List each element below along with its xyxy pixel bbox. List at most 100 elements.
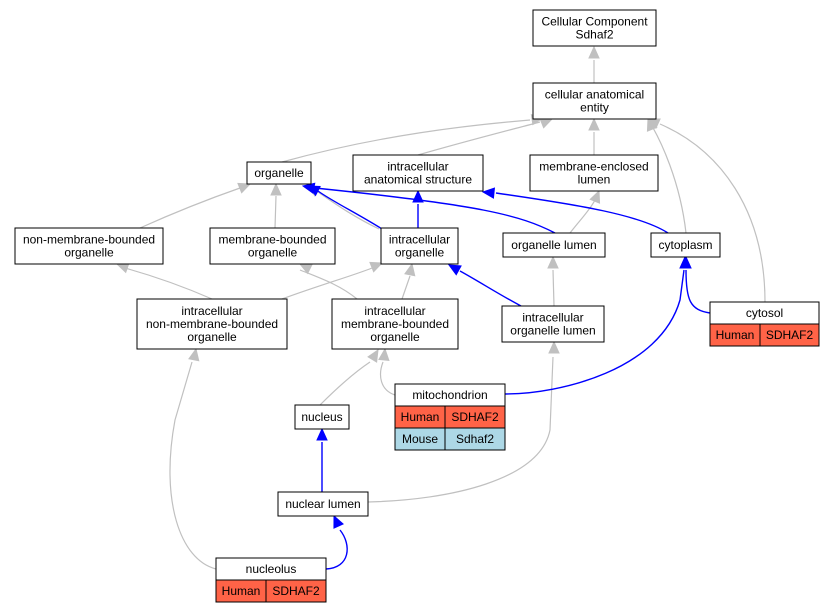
part-of-edge	[459, 270, 522, 307]
arrowhead	[369, 261, 384, 273]
part-of-edge	[504, 269, 685, 395]
is-a-edge	[367, 356, 554, 503]
node-label-line: lumen	[578, 173, 611, 187]
is-a-edge	[314, 189, 380, 230]
arrowhead	[367, 348, 379, 363]
is-a-edge	[274, 195, 277, 229]
is-a-edge	[552, 269, 555, 307]
node-label-line: organelle lumen	[511, 238, 596, 252]
arrowhead	[333, 514, 344, 529]
is-a-edge	[281, 119, 531, 163]
gene-label: Sdhaf2	[456, 432, 494, 446]
node-box	[136, 298, 288, 350]
node-box	[277, 491, 369, 517]
node-label-line: entity	[580, 101, 609, 115]
species-label: Human	[401, 410, 440, 424]
arrowhead	[547, 255, 559, 269]
node-label-line: intracellular	[364, 304, 425, 318]
arrowhead	[548, 340, 560, 354]
node-label-line: organelle	[254, 166, 304, 180]
node-box	[532, 82, 657, 120]
arrowhead	[481, 187, 496, 199]
arrowhead	[378, 347, 390, 362]
node-intracellular-non-membrane-bounded-organelle[interactable]: intracellularnon-membrane-boundedorganel…	[136, 298, 288, 350]
is-a-edge	[124, 267, 213, 300]
arrowhead	[237, 182, 252, 194]
node-box	[246, 161, 312, 185]
node-box	[209, 227, 336, 265]
node-box	[502, 232, 606, 258]
gene-cell	[444, 427, 506, 451]
node-label-line: intracellular	[522, 311, 583, 325]
node-label-line: organelle	[370, 330, 420, 344]
node-box	[380, 227, 459, 265]
is-a-edge	[569, 199, 596, 234]
is-a-edge	[401, 275, 411, 300]
node-cytoplasm[interactable]: cytoplasm	[650, 232, 721, 258]
gene-cell	[759, 323, 820, 347]
arrowhead	[589, 189, 601, 204]
part-of-edge	[685, 269, 711, 314]
arrowhead	[588, 117, 600, 131]
arrowhead	[588, 45, 600, 59]
arrowhead	[316, 427, 328, 441]
arrowhead	[188, 347, 200, 362]
node-label-line: organelle	[395, 246, 445, 260]
node-label-line: cellular anatomical	[545, 88, 644, 102]
node-organelle[interactable]: organelle	[246, 161, 312, 185]
node-box	[650, 232, 721, 258]
part-of-edge	[325, 529, 348, 570]
edges	[115, 45, 766, 570]
node-label-line: organelle	[64, 246, 114, 260]
is-a-edge	[169, 361, 217, 570]
node-label-line: organelle lumen	[510, 324, 595, 338]
node-box	[529, 154, 659, 192]
arrowhead	[539, 117, 554, 129]
node-label-line: intracellular	[387, 160, 448, 174]
node-nucleus[interactable]: nucleus	[294, 404, 350, 430]
is-a-edge	[319, 361, 371, 406]
node-label-line: membrane-bounded	[341, 317, 449, 331]
is-a-edge	[417, 121, 541, 156]
node-box	[532, 9, 657, 47]
species-label: Human	[716, 328, 755, 342]
gene-label: SDHAF2	[451, 410, 499, 424]
is-a-edge	[139, 187, 241, 229]
node-label-line: organelle	[187, 330, 237, 344]
species-label: Mouse	[402, 432, 438, 446]
node-title: nucleolus	[246, 562, 297, 576]
part-of-edge	[495, 192, 669, 234]
node-label-line: non-membrane-bounded	[146, 317, 278, 331]
node-nuclear-lumen[interactable]: nuclear lumen	[277, 491, 369, 517]
node-label-line: organelle	[248, 246, 298, 260]
node-box	[331, 298, 459, 350]
node-organelle-lumen[interactable]: organelle lumen	[502, 232, 606, 258]
node-label-line: intracellular	[389, 233, 450, 247]
node-box	[14, 227, 164, 265]
gene-cell	[265, 579, 327, 603]
arrowhead	[298, 263, 313, 275]
arrowhead	[301, 182, 316, 194]
part-of-edge	[314, 187, 556, 234]
node-label-line: membrane-bounded	[218, 233, 326, 247]
is-a-edge	[299, 269, 358, 300]
node-label-line: nuclear lumen	[285, 497, 360, 511]
arrowhead	[404, 262, 416, 277]
is-a-edge	[659, 123, 766, 303]
node-label-line: nucleus	[301, 410, 342, 424]
is-a-edge	[651, 125, 687, 234]
